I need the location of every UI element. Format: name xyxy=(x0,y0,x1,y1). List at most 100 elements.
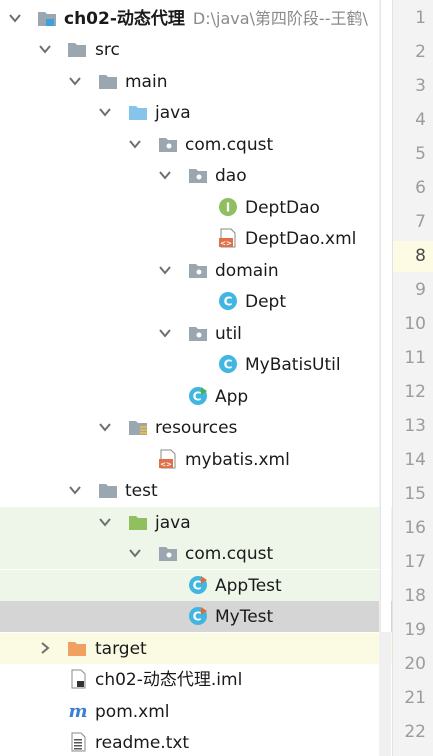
project-tree[interactable]: ch02-动态代理 D:\java\第四阶段--王鹤\ src main java… xyxy=(0,0,392,756)
folder-label-src: src xyxy=(95,40,120,60)
tree-row-app[interactable]: C App xyxy=(0,381,392,412)
package-label: com.cqust xyxy=(185,135,274,155)
file-label-readme: readme.txt xyxy=(95,733,190,753)
tree-row-test[interactable]: test xyxy=(0,475,392,506)
tree-row-main[interactable]: main xyxy=(0,66,392,97)
tree-row-mybatis-xml[interactable]: <> mybatis.xml xyxy=(0,444,392,475)
package-label-domain: domain xyxy=(215,261,279,281)
tree-row-iml[interactable]: ch02-动态代理.iml xyxy=(0,664,392,695)
test-folder-icon xyxy=(129,516,147,530)
file-label-pom: pom.xml xyxy=(95,702,170,722)
project-path: D:\java\第四阶段--王鹤\ xyxy=(192,9,368,28)
class-icon: C xyxy=(219,355,237,373)
package-icon xyxy=(189,169,207,183)
chevron-down-icon[interactable] xyxy=(98,515,112,529)
chevron-down-icon[interactable] xyxy=(68,483,82,497)
package-label-dao: dao xyxy=(215,166,247,186)
line-number: 7 xyxy=(415,212,426,232)
gutter-line-current: 8 xyxy=(393,241,433,272)
gutter-line: 16 xyxy=(393,513,433,544)
chevron-down-icon[interactable] xyxy=(158,168,172,182)
line-number: 11 xyxy=(404,348,426,368)
tree-row-mybatisutil[interactable]: C MyBatisUtil xyxy=(0,349,392,380)
svg-text:I: I xyxy=(226,201,230,215)
chevron-down-icon[interactable] xyxy=(68,74,82,88)
resources-folder-icon xyxy=(129,421,147,435)
tree-row-package-main[interactable]: com.cqust xyxy=(0,129,392,160)
tree-row-apptest[interactable]: C AppTest xyxy=(0,570,392,601)
line-number: 17 xyxy=(404,552,426,572)
line-number: 5 xyxy=(415,144,426,164)
folder-label-java: java xyxy=(155,103,191,123)
file-label-iml: ch02-动态代理.iml xyxy=(95,670,243,690)
tree-row-java-main[interactable]: java xyxy=(0,97,392,128)
tree-row-target[interactable]: target xyxy=(0,633,392,664)
gutter-line: 15 xyxy=(393,479,433,510)
tree-row-deptdao-xml[interactable]: <> DeptDao.xml xyxy=(0,223,392,254)
line-number: 20 xyxy=(404,654,426,674)
gutter-line: 13 xyxy=(393,411,433,442)
gutter-line: 9 xyxy=(393,275,433,306)
line-number: 12 xyxy=(404,382,426,402)
chevron-down-icon[interactable] xyxy=(128,546,142,560)
gutter-line: 5 xyxy=(393,139,433,170)
chevron-down-icon[interactable] xyxy=(128,137,142,151)
svg-text:C: C xyxy=(224,295,233,309)
editor-line-gutter: 1 2 3 4 5 6 7 8 9 10 11 12 13 14 15 16 1… xyxy=(392,0,433,756)
tree-row-readme[interactable]: readme.txt xyxy=(0,727,392,756)
gutter-line: 7 xyxy=(393,207,433,238)
project-name: ch02-动态代理 D:\java\第四阶段--王鹤\ xyxy=(64,8,368,30)
gutter-line: 12 xyxy=(393,377,433,408)
line-number: 16 xyxy=(404,518,426,538)
folder-icon xyxy=(68,43,86,57)
text-file-icon xyxy=(71,732,86,752)
gutter-line: 20 xyxy=(393,649,433,680)
line-number: 9 xyxy=(415,280,426,300)
runnable-class-icon: C xyxy=(189,387,207,405)
tree-row-src[interactable]: src xyxy=(0,34,392,65)
maven-icon: m xyxy=(68,701,87,721)
tree-row-domain[interactable]: domain xyxy=(0,255,392,286)
gutter-line: 2 xyxy=(393,37,433,68)
line-number: 1 xyxy=(415,8,426,28)
test-class-icon: C xyxy=(189,607,207,625)
chevron-right-icon[interactable] xyxy=(38,641,52,655)
excluded-folder-icon xyxy=(68,642,86,656)
tree-scroll-thumb[interactable] xyxy=(380,0,391,632)
tree-row-package-test[interactable]: com.cqust xyxy=(0,538,392,569)
line-number: 6 xyxy=(415,178,426,198)
tree-row-project-root[interactable]: ch02-动态代理 D:\java\第四阶段--王鹤\ xyxy=(0,3,392,34)
line-number: 8 xyxy=(415,246,426,266)
tree-row-dao[interactable]: dao xyxy=(0,160,392,191)
gutter-line: 3 xyxy=(393,71,433,102)
tree-row-pom[interactable]: m pom.xml xyxy=(0,696,392,727)
package-label-util: util xyxy=(215,324,242,344)
tree-row-util[interactable]: util xyxy=(0,318,392,349)
chevron-down-icon[interactable] xyxy=(38,42,52,56)
chevron-down-icon[interactable] xyxy=(158,263,172,277)
folder-label-target: target xyxy=(95,639,147,659)
line-number: 10 xyxy=(404,314,426,334)
file-label-mybatis-xml: mybatis.xml xyxy=(185,450,290,470)
chevron-down-icon[interactable] xyxy=(8,11,22,25)
tree-row-mytest[interactable]: C MyTest xyxy=(0,601,392,632)
chevron-down-icon[interactable] xyxy=(98,420,112,434)
tree-row-deptdao[interactable]: I DeptDao xyxy=(0,192,392,223)
svg-text:C: C xyxy=(193,579,202,593)
tree-row-resources[interactable]: resources xyxy=(0,412,392,443)
project-name-text: ch02-动态代理 xyxy=(64,9,185,29)
chevron-down-icon[interactable] xyxy=(158,326,172,340)
tree-row-dept[interactable]: C Dept xyxy=(0,286,392,317)
source-folder-icon xyxy=(129,106,147,120)
class-icon: C xyxy=(219,292,237,310)
svg-text:<>: <> xyxy=(160,461,172,469)
gutter-line: 18 xyxy=(393,581,433,612)
line-number: 19 xyxy=(404,620,426,640)
chevron-down-icon[interactable] xyxy=(98,105,112,119)
gutter-line: 6 xyxy=(393,173,433,204)
interface-icon: I xyxy=(219,198,237,216)
line-number: 13 xyxy=(404,416,426,436)
tree-row-java-test[interactable]: java xyxy=(0,507,392,538)
test-class-icon: C xyxy=(189,576,207,594)
iml-file-icon xyxy=(71,669,86,689)
